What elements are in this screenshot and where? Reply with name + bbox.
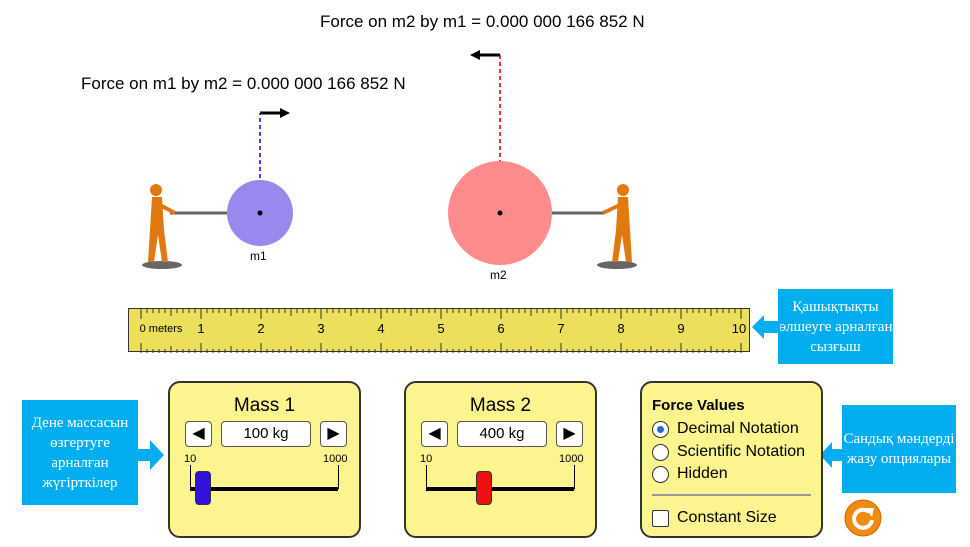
- callout-ruler: Қашықтықты өлшеуге арналған сызғыш: [778, 289, 893, 364]
- mass1-panel: Mass 1 ◀ 100 kg ▶ 10 1000: [168, 381, 361, 538]
- mass1-slider-track[interactable]: [190, 487, 338, 491]
- mass2-slider-thumb[interactable]: [476, 471, 493, 505]
- mass1-value-field[interactable]: 100 kg: [221, 421, 311, 447]
- ruler-ticks: [140, 309, 742, 353]
- figure-left-icon[interactable]: [142, 184, 182, 269]
- simulation-scene: [142, 50, 637, 269]
- checkbox-icon: [652, 509, 669, 527]
- ruler-label: 0 meters: [139, 323, 183, 335]
- m2-label: m2: [490, 268, 507, 282]
- ruler-label: 9: [677, 321, 685, 336]
- reset-icon: [865, 508, 874, 517]
- mass1-slider-thumb[interactable]: [195, 471, 212, 505]
- force-values-title: Force Values: [652, 397, 745, 414]
- ruler-label: 2: [257, 321, 265, 336]
- force-on-m2-label: Force on m2 by m1 = 0.000 000 166 852 N: [320, 12, 645, 31]
- mass1-increase-button[interactable]: ▶: [320, 421, 347, 447]
- option-hidden[interactable]: Hidden: [652, 465, 728, 483]
- mass1-max-label: 1000: [323, 453, 348, 465]
- reset-button[interactable]: [843, 498, 883, 538]
- ruler-label: 1: [197, 321, 205, 336]
- force-on-m1-label: Force on m1 by m2 = 0.000 000 166 852 N: [81, 74, 406, 93]
- ruler-label: 7: [557, 321, 565, 336]
- ruler-label: 6: [497, 321, 505, 336]
- ruler-label: 3: [317, 321, 325, 336]
- callout-arrow-icon: [752, 315, 780, 339]
- option-scientific-notation[interactable]: Scientific Notation: [652, 443, 805, 461]
- divider: [652, 494, 811, 496]
- option-decimal-notation[interactable]: Decimal Notation: [652, 420, 799, 438]
- callout-arrow-icon: [820, 442, 844, 468]
- callout-options: Сандық мәндерді жазу опциялары: [842, 405, 956, 493]
- ruler-label: 10: [731, 321, 747, 336]
- radio-icon: [652, 465, 669, 483]
- ruler-label: 5: [437, 321, 445, 336]
- radio-icon: [652, 443, 669, 461]
- ruler-label: 8: [617, 321, 625, 336]
- mass2-value-field[interactable]: 400 kg: [457, 421, 547, 447]
- mass2-title: Mass 2: [469, 395, 532, 416]
- mass2-max-label: 1000: [559, 453, 584, 465]
- callout-arrow-icon: [136, 440, 164, 470]
- force-values-panel: Force Values Decimal Notation Scientific…: [640, 381, 823, 538]
- mass2-slider-track[interactable]: [426, 487, 574, 491]
- mass1-title: Mass 1: [233, 395, 296, 416]
- ruler-label: 4: [377, 321, 385, 336]
- mass2-increase-button[interactable]: ▶: [556, 421, 583, 447]
- mass1-min-label: 10: [184, 453, 197, 465]
- mass1-decrease-button[interactable]: ◀: [185, 421, 212, 447]
- callout-sliders: Дене массасын өзгертуге арналған жүгіртк…: [22, 400, 138, 505]
- radio-icon: [652, 420, 669, 438]
- mass2-panel: Mass 2 ◀ 400 kg ▶ 10 1000: [404, 381, 597, 538]
- mass2-decrease-button[interactable]: ◀: [421, 421, 448, 447]
- constant-size-checkbox[interactable]: Constant Size: [652, 509, 777, 527]
- mass2-min-label: 10: [420, 453, 433, 465]
- force-arrow-m2: [470, 50, 501, 213]
- figure-right-icon[interactable]: [597, 184, 637, 269]
- distance-ruler[interactable]: 0 meters 1 2 3 4 5 6 7 8 9 10: [128, 308, 750, 353]
- m1-label: m1: [250, 249, 267, 263]
